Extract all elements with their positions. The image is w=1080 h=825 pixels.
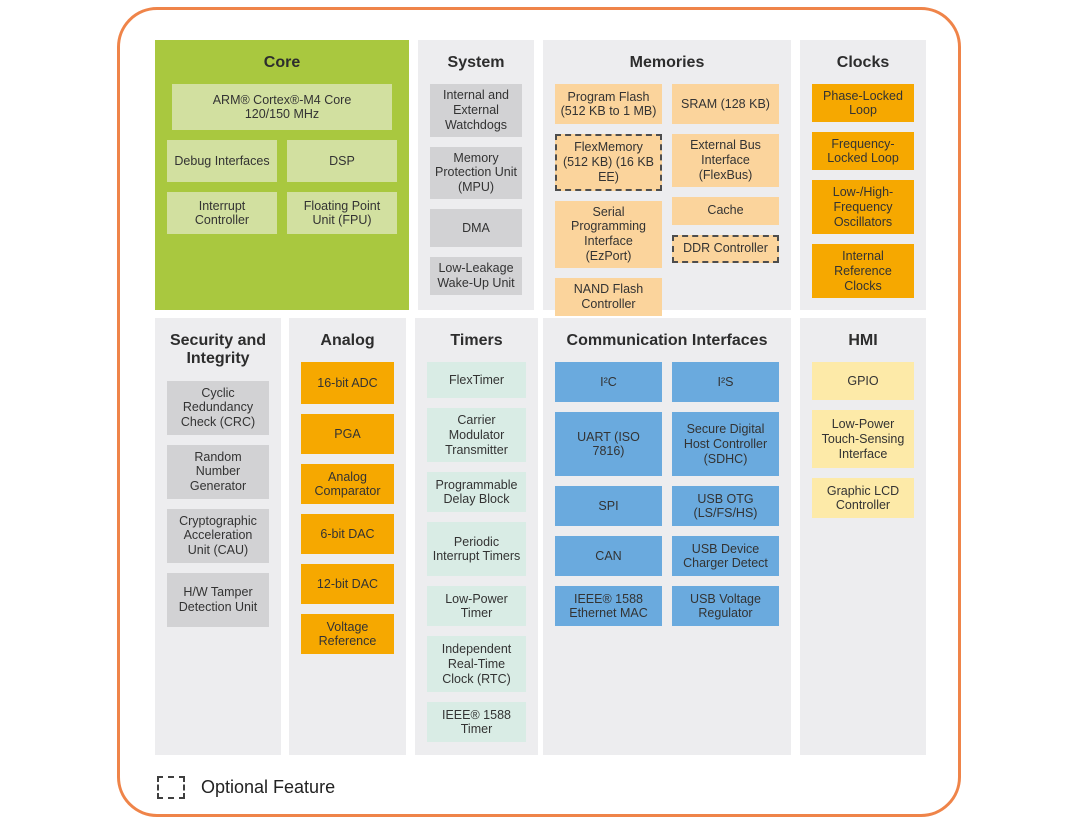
section-clocks-title: Clocks bbox=[836, 54, 890, 71]
block-i2s: I²S bbox=[672, 362, 779, 403]
section-analog: Analog 16-bit ADC PGA Analog Comparator … bbox=[289, 318, 406, 755]
section-core-title: Core bbox=[263, 54, 301, 71]
block-usb-voltage-regulator: USB Voltage Regulator bbox=[672, 586, 779, 627]
block-flextimer: FlexTimer bbox=[427, 362, 526, 399]
block-ddr-controller: DDR Controller bbox=[672, 234, 779, 263]
block-pga: PGA bbox=[301, 414, 394, 455]
section-comm-title: Communication Interfaces bbox=[566, 332, 768, 349]
section-core: Core ARM® Cortex®-M4 Core 120/150 MHz De… bbox=[155, 40, 409, 310]
block-uart: UART (ISO 7816) bbox=[555, 412, 662, 477]
block-can: CAN bbox=[555, 536, 662, 577]
block-spi: SPI bbox=[555, 486, 662, 527]
block-programmable-delay-block: Programmable Delay Block bbox=[427, 472, 526, 513]
block-program-flash: Program Flash (512 KB to 1 MB) bbox=[555, 84, 662, 125]
section-system: System Internal and External Watchdogs M… bbox=[418, 40, 534, 310]
diagram-outer-frame bbox=[117, 7, 961, 817]
block-periodic-interrupt-timers: Periodic Interrupt Timers bbox=[427, 522, 526, 577]
section-security-title: Security and Integrity bbox=[169, 332, 267, 368]
block-ieee-1588-ethernet-mac: IEEE® 1588 Ethernet MAC bbox=[555, 586, 662, 627]
block-crc: Cyclic Redundancy Check (CRC) bbox=[167, 380, 269, 435]
section-hmi: HMI GPIO Low-Power Touch-Sensing Interfa… bbox=[800, 318, 926, 755]
block-gpio: GPIO bbox=[812, 362, 914, 401]
optional-feature-swatch bbox=[157, 776, 185, 799]
block-12bit-dac: 12-bit DAC bbox=[301, 564, 394, 605]
block-cache: Cache bbox=[672, 196, 779, 225]
block-16bit-adc: 16-bit ADC bbox=[301, 362, 394, 405]
block-dsp: DSP bbox=[287, 140, 397, 183]
block-touch-sensing-interface: Low-Power Touch-Sensing Interface bbox=[812, 410, 914, 469]
memories-col-1: Program Flash (512 KB to 1 MB) FlexMemor… bbox=[555, 84, 662, 325]
optional-feature-label: Optional Feature bbox=[201, 777, 336, 797]
block-oscillators: Low-/High-Frequency Oscillators bbox=[812, 180, 914, 235]
section-clocks: Clocks Phase-Locked Loop Frequency-Locke… bbox=[800, 40, 926, 310]
legend: Optional Feature bbox=[157, 776, 335, 799]
block-i2c: I²C bbox=[555, 362, 662, 403]
block-usb-device-charger-detect: USB Device Charger Detect bbox=[672, 536, 779, 577]
block-llwu: Low-Leakage Wake-Up Unit bbox=[430, 256, 522, 295]
block-watchdogs: Internal and External Watchdogs bbox=[430, 84, 522, 137]
section-memories: Memories Program Flash (512 KB to 1 MB) … bbox=[543, 40, 791, 316]
comm-grid: I²C I²S UART (ISO 7816) Secure Digital H… bbox=[555, 362, 779, 627]
block-nand-flash-controller: NAND Flash Controller bbox=[555, 277, 662, 316]
section-communication-interfaces: Communication Interfaces I²C I²S UART (I… bbox=[543, 318, 791, 755]
block-pll: Phase-Locked Loop bbox=[812, 84, 914, 123]
block-flexmemory: FlexMemory (512 KB) (16 KB EE) bbox=[555, 134, 662, 191]
section-timers: Timers FlexTimer Carrier Modulator Trans… bbox=[415, 318, 538, 755]
section-system-title: System bbox=[447, 54, 505, 71]
block-mpu: Memory Protection Unit (MPU) bbox=[430, 146, 522, 199]
block-cau: Cryptographic Acceleration Unit (CAU) bbox=[167, 508, 269, 563]
block-internal-reference-clocks: Internal Reference Clocks bbox=[812, 244, 914, 299]
block-floating-point-unit: Floating Point Unit (FPU) bbox=[287, 192, 397, 235]
block-sdhc: Secure Digital Host Controller (SDHC) bbox=[672, 412, 779, 477]
block-ieee-1588-timer: IEEE® 1588 Timer bbox=[427, 702, 526, 743]
block-graphic-lcd-controller: Graphic LCD Controller bbox=[812, 478, 914, 519]
section-analog-title: Analog bbox=[320, 332, 375, 349]
block-rtc: Independent Real-Time Clock (RTC) bbox=[427, 636, 526, 693]
block-6bit-dac: 6-bit DAC bbox=[301, 514, 394, 555]
block-ezport: Serial Programming Interface (EzPort) bbox=[555, 200, 662, 268]
block-interrupt-controller: Interrupt Controller bbox=[167, 192, 277, 235]
core-row-2: Interrupt Controller Floating Point Unit… bbox=[167, 192, 397, 235]
block-sram: SRAM (128 KB) bbox=[672, 84, 779, 125]
block-debug-interfaces: Debug Interfaces bbox=[167, 140, 277, 183]
section-security: Security and Integrity Cyclic Redundancy… bbox=[155, 318, 281, 755]
section-hmi-title: HMI bbox=[848, 332, 878, 349]
block-voltage-reference: Voltage Reference bbox=[301, 614, 394, 655]
block-flexbus: External Bus Interface (FlexBus) bbox=[672, 134, 779, 187]
block-usb-otg: USB OTG (LS/FS/HS) bbox=[672, 486, 779, 527]
memories-columns: Program Flash (512 KB to 1 MB) FlexMemor… bbox=[555, 84, 779, 325]
block-dma: DMA bbox=[430, 208, 522, 247]
section-timers-title: Timers bbox=[450, 332, 503, 349]
block-tamper-detection: H/W Tamper Detection Unit bbox=[167, 572, 269, 627]
block-carrier-modulator-transmitter: Carrier Modulator Transmitter bbox=[427, 408, 526, 463]
core-row-1: Debug Interfaces DSP bbox=[167, 140, 397, 183]
block-analog-comparator: Analog Comparator bbox=[301, 464, 394, 505]
block-arm-cortex-m4-core: ARM® Cortex®-M4 Core 120/150 MHz bbox=[172, 84, 392, 131]
block-random-number-generator: Random Number Generator bbox=[167, 444, 269, 499]
block-low-power-timer: Low-Power Timer bbox=[427, 586, 526, 627]
block-fll: Frequency-Locked Loop bbox=[812, 132, 914, 171]
memories-col-2: SRAM (128 KB) External Bus Interface (Fl… bbox=[672, 84, 779, 325]
section-memories-title: Memories bbox=[629, 54, 705, 71]
